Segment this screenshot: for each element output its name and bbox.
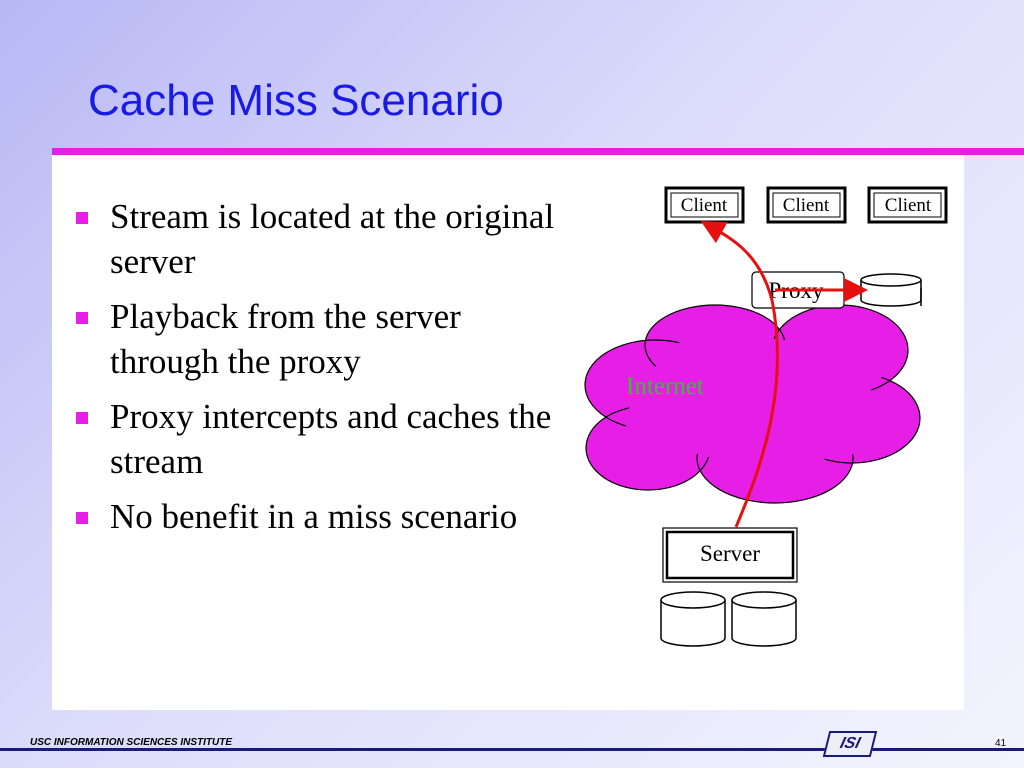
bullet-text: No benefit in a miss scenario	[110, 497, 518, 536]
bullet-text: Playback from the server through the pro…	[110, 297, 461, 381]
server-node: Server	[662, 527, 798, 583]
square-bullet-icon	[76, 212, 88, 224]
square-bullet-icon	[76, 312, 88, 324]
bullet-text: Proxy intercepts and caches the stream	[110, 397, 552, 481]
client-label: Client	[681, 195, 728, 216]
bullet-list: Stream is located at the original server…	[72, 194, 572, 549]
footer-rule	[0, 748, 1024, 751]
client-label: Client	[783, 195, 830, 216]
title-underline	[52, 148, 1024, 155]
bullet-item: Stream is located at the original server	[72, 194, 572, 284]
internet-label: Internet	[626, 373, 704, 400]
square-bullet-icon	[76, 412, 88, 424]
proxy-cache-disk-icon	[860, 273, 922, 307]
bullet-item: Proxy intercepts and caches the stream	[72, 394, 572, 484]
client-label: Client	[885, 195, 932, 216]
footer-institute: USC INFORMATION SCIENCES INSTITUTE	[30, 737, 233, 748]
internet-cloud	[584, 304, 921, 504]
bullet-text: Stream is located at the original server	[110, 197, 555, 281]
slide-title: Cache Miss Scenario	[88, 76, 504, 125]
server-disk-icon	[731, 591, 797, 647]
client-node: Client	[664, 186, 745, 224]
stream-path-arrow	[700, 221, 779, 528]
client-node: Client	[867, 186, 948, 224]
square-bullet-icon	[76, 512, 88, 524]
page-number: 41	[995, 738, 1007, 749]
server-label: Server	[700, 541, 760, 566]
bullet-item: No benefit in a miss scenario	[72, 494, 572, 539]
server-disk-icon	[660, 591, 726, 647]
client-node: Client	[766, 186, 847, 224]
isi-logo: ISI	[822, 731, 878, 757]
bullet-item: Playback from the server through the pro…	[72, 294, 572, 384]
